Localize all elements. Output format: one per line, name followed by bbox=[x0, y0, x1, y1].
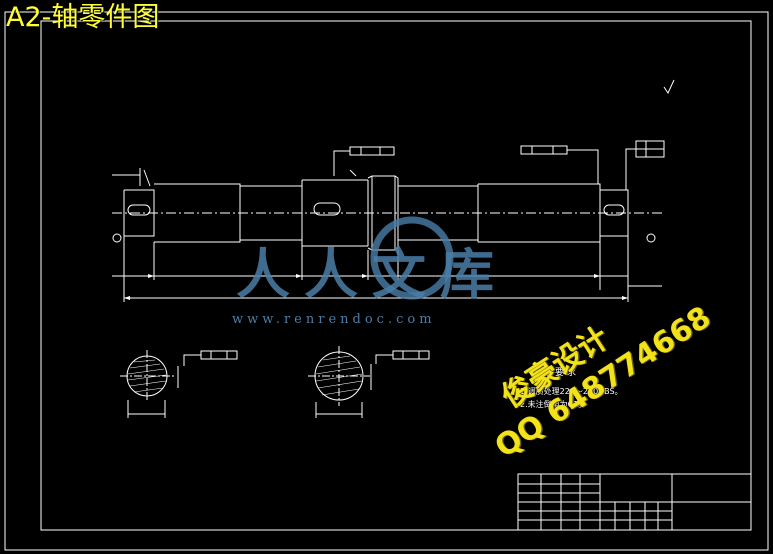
watermark-url: www.renrendoc.com bbox=[232, 312, 436, 327]
drawing-title: A2-轴零件图 bbox=[6, 2, 160, 33]
outer-border bbox=[4, 11, 769, 551]
watermark-logo-ring bbox=[370, 216, 454, 300]
section-hatch-a bbox=[127, 359, 167, 393]
tech-requirement-item-2: 2.未注倒角为C1。 bbox=[520, 400, 587, 409]
tech-requirement-item-1: 1.调质处理220～250HBS。 bbox=[520, 387, 623, 396]
shaft-main-view bbox=[112, 79, 675, 302]
title-block bbox=[517, 473, 752, 531]
dimension-arrows bbox=[124, 274, 628, 300]
watermark-brand: 人人文库 bbox=[236, 243, 508, 306]
section-view-a bbox=[120, 350, 238, 418]
inner-border bbox=[40, 20, 752, 531]
section-view-b bbox=[308, 346, 430, 418]
tech-requirements-title: 技术要求 bbox=[531, 368, 580, 378]
section-hatch-b bbox=[315, 355, 363, 396]
